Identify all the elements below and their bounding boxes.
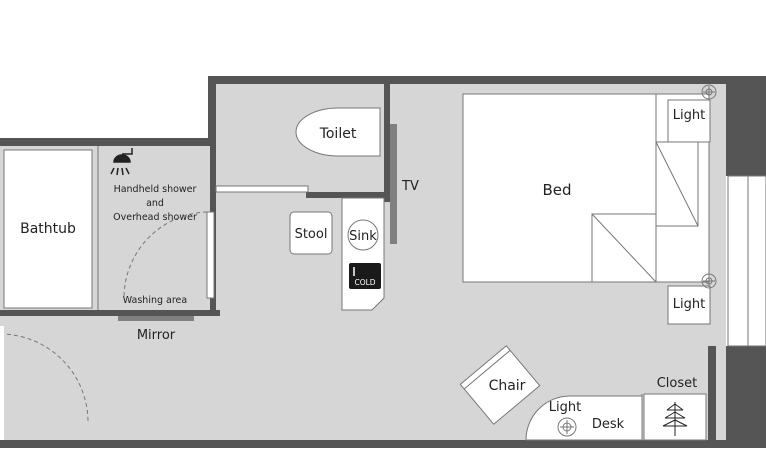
- shower-label-line1: Handheld shower: [114, 184, 197, 195]
- tv: [390, 124, 397, 244]
- entry-door[interactable]: [0, 326, 89, 440]
- shower-label-line3: Overhead shower: [113, 212, 197, 223]
- mirror: [118, 316, 194, 321]
- mirror-label: Mirror: [137, 328, 176, 343]
- window: [727, 175, 766, 347]
- lamp-icon: [701, 84, 717, 100]
- desk-label: Desk: [592, 417, 625, 432]
- toilet: Toilet: [295, 107, 381, 157]
- bathroom-door[interactable]: [123, 211, 215, 299]
- bathtub-label: Bathtub: [20, 221, 76, 237]
- lamp-icon: [701, 273, 717, 289]
- chair-label: Chair: [489, 378, 526, 394]
- closet-label: Closet: [657, 376, 698, 391]
- sink-counter: Sink COLD: [341, 197, 385, 311]
- walls: [0, 76, 766, 448]
- fridge-label: COLD: [354, 278, 375, 287]
- sink: [347, 219, 379, 251]
- chair[interactable]: Chair: [459, 345, 541, 425]
- light-top-label: Light: [673, 108, 705, 123]
- stool: Stool: [289, 211, 333, 255]
- stool-label: Stool: [295, 227, 328, 242]
- light-middle: Light: [667, 273, 717, 325]
- hanger-icon: [662, 402, 688, 436]
- closet[interactable]: Closet: [643, 376, 707, 441]
- shower-label-line2: and: [146, 198, 164, 209]
- bed-label: Bed: [542, 181, 571, 199]
- desk: Light Desk: [525, 394, 643, 441]
- toilet-door[interactable]: [215, 185, 309, 193]
- light-middle-label: Light: [673, 297, 705, 312]
- washing-area-label: Washing area: [123, 295, 187, 306]
- sink-label: Sink: [349, 229, 377, 244]
- fridge: [349, 263, 381, 289]
- toilet-label: Toilet: [319, 126, 357, 142]
- tv-label: TV: [401, 179, 419, 194]
- desk-light-label: Light: [549, 400, 581, 415]
- bathtub: Bathtub: [3, 146, 99, 310]
- light-top: Light: [667, 84, 717, 143]
- shower-icon: [110, 148, 133, 176]
- lamp-icon: [557, 417, 577, 437]
